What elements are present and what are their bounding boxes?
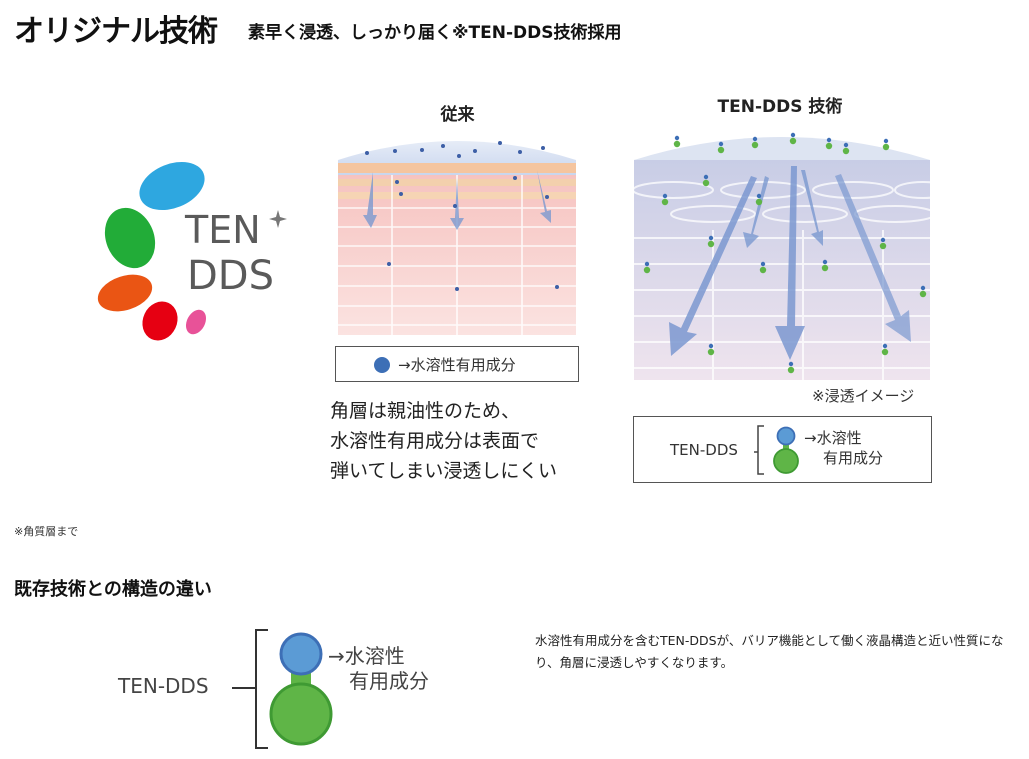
tendds-legend-line1: →水溶性 — [804, 429, 862, 447]
penetration-image-note: ※浸透イメージ — [812, 387, 915, 405]
conventional-title: 従来 — [440, 105, 475, 125]
sparkle-icon — [269, 210, 287, 228]
description-line: 水溶性有用成分は表面で — [330, 430, 540, 452]
logo-text-ten: TEN — [184, 208, 261, 252]
conventional-legend-label: →水溶性有用成分 — [398, 356, 516, 374]
page-subtitle: 素早く浸透、しっかり届く※TEN-DDS技術採用 — [248, 23, 622, 43]
structure-section-title: 既存技術との構造の違い — [14, 579, 212, 600]
tendds-legend: TEN-DDS →水溶性 有用成分 — [633, 416, 932, 483]
structure-description: 水溶性有用成分を含むTEN-DDSが、バリア機能として働く液晶構造と近い性質にな… — [535, 633, 1004, 670]
description-line: 弾いてしまい浸透しにくい — [330, 460, 558, 482]
water-soluble-molecule-icon — [374, 357, 390, 373]
conventional-description: 角層は親油性のため、 水溶性有用成分は表面で 弾いてしまい浸透しにくい — [330, 396, 557, 486]
structure-line1: →水溶性 — [328, 644, 405, 668]
logo-pink-petal — [185, 309, 207, 335]
logo-red-petal — [142, 301, 178, 341]
logo-green-petal — [104, 207, 156, 269]
tendds-molecules — [643, 132, 927, 374]
logo-text-dds: DDS — [187, 253, 274, 299]
description-line: 角層は親油性のため、 — [330, 400, 521, 422]
logo-orange-petal — [97, 274, 153, 312]
tendds-legend-line2: 有用成分 — [823, 449, 884, 467]
conventional-skin-diagram — [338, 141, 576, 335]
logo-blue-petal — [139, 161, 205, 211]
footnote: ※角質層まで — [14, 525, 79, 538]
structure-molecule-diagram — [232, 629, 333, 749]
conventional-legend: →水溶性有用成分 — [335, 346, 579, 382]
tendds-title: TEN-DDS 技術 — [717, 97, 843, 117]
page-title: オリジナル技術 — [14, 14, 218, 49]
tendds-molecule-icon — [754, 425, 799, 475]
tendds-legend-label: TEN-DDS — [670, 441, 738, 459]
tendds-skin-diagram — [633, 132, 931, 380]
structure-label: TEN-DDS — [118, 674, 209, 698]
ten-dds-logo: TEN DDS — [97, 161, 287, 341]
structure-line2: 有用成分 — [349, 669, 429, 693]
